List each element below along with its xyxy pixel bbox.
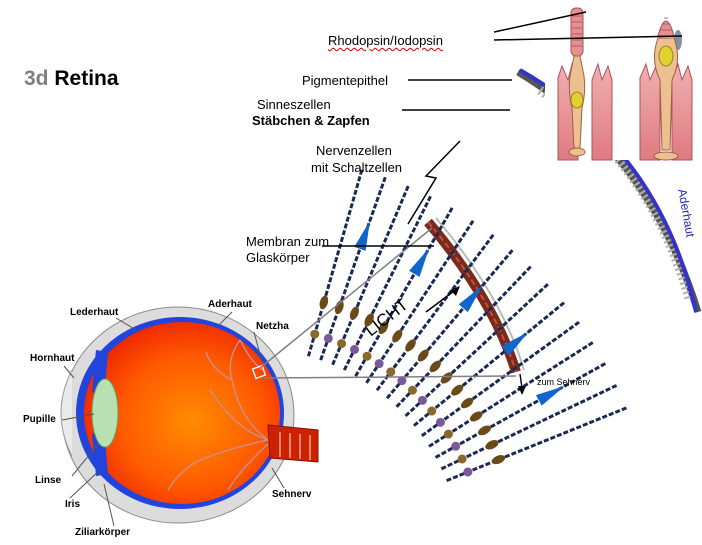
ganglion-cell	[451, 441, 461, 451]
pigment-cell-right-a	[639, 62, 661, 161]
label-nerve-2: mit Schaltzellen	[311, 160, 403, 175]
photoreceptor-stalk	[420, 319, 582, 438]
nerve-cell-body	[378, 321, 389, 334]
photoreceptor-stalk	[446, 405, 629, 482]
retinal-vessels	[167, 339, 269, 491]
membrane-edge	[435, 217, 525, 371]
photoreceptor-stalk	[385, 247, 515, 400]
cone-inner-segment	[654, 37, 678, 151]
cone-cell	[501, 331, 529, 356]
rod-nucleus	[570, 91, 584, 109]
nerve-cell-body	[417, 349, 429, 362]
nerve-cell-body	[451, 384, 464, 396]
ganglion-cell	[407, 385, 417, 395]
nerve-cell-body	[461, 397, 474, 409]
nerve-cell-body	[405, 339, 416, 352]
cone-cell	[354, 220, 370, 251]
label-sclera: Lederhaut	[70, 307, 119, 318]
eyeball	[60, 306, 319, 524]
photoreceptor-stalk	[404, 281, 551, 418]
retina-zoom-box	[251, 364, 267, 380]
retina-cells	[306, 167, 629, 482]
photoreceptor-stalk	[413, 300, 567, 427]
retina-leaders	[322, 11, 683, 247]
nerve-cell-body	[491, 455, 506, 465]
cone-cell	[535, 385, 566, 406]
nerve-cell-body	[478, 425, 491, 436]
photoreceptor-stalk	[354, 205, 455, 377]
nerve-cell-body	[440, 372, 453, 384]
photoreceptor-stalk	[395, 264, 534, 408]
photoreceptor-inset	[545, 0, 700, 161]
nerve-cell-body	[485, 440, 499, 450]
nerve-cell-body	[469, 411, 483, 422]
label-optic-nerve-eye: Sehnerv	[272, 489, 312, 500]
photoreceptor-stalk	[331, 183, 411, 366]
ganglion-cell	[374, 359, 384, 369]
vitreous-body	[84, 322, 280, 504]
ganglion-cell	[443, 429, 453, 439]
light-arrow	[425, 286, 460, 313]
eye-leaders	[61, 311, 285, 527]
ganglion-cell	[397, 376, 407, 386]
cone-synapse	[653, 151, 679, 161]
nerve-cell-body	[392, 329, 403, 343]
cone-ellipsoid	[658, 45, 674, 67]
photoreceptor-stalk	[428, 340, 596, 448]
cornea	[60, 369, 73, 457]
label-optic-nerve-retina: zum Sehnerv	[537, 377, 591, 387]
label-iris: Iris	[65, 499, 81, 510]
label-rhodopsin: Rhodopsin/Iodopsin	[328, 33, 443, 48]
photoreceptor-stalk	[440, 383, 620, 471]
label-cornea: Hornhaut	[30, 353, 75, 364]
label-nerve-1: Nervenzellen	[316, 143, 392, 158]
label-choroid-eye: Aderhaut	[208, 299, 252, 310]
label-pigment: Pigmentepithel	[302, 73, 388, 88]
ganglion-cell	[457, 454, 467, 464]
ganglion-cell	[362, 351, 372, 361]
nerve-cell-body	[349, 306, 360, 320]
photoreceptor-stalk	[306, 167, 364, 357]
inner-membrane-stripes	[427, 221, 517, 373]
ganglion-cell	[310, 329, 320, 339]
ganglion-cell	[323, 333, 333, 343]
ganglion-cell	[427, 406, 437, 416]
cone-cell	[458, 285, 483, 313]
photoreceptor-stalk	[365, 218, 476, 384]
pigment-cell-mid	[591, 62, 613, 161]
photoreceptor-stalk	[342, 193, 433, 371]
cone-cell	[409, 247, 430, 277]
nerve-cell-body	[319, 295, 329, 310]
label-lens: Linse	[35, 475, 62, 486]
ganglion-cell	[349, 345, 359, 355]
title-word: Retina	[54, 67, 119, 90]
photoreceptor-stalk	[434, 361, 608, 459]
lens	[91, 378, 119, 448]
label-pupil: Pupille	[23, 414, 56, 425]
ganglion-cell	[337, 339, 347, 349]
photoreceptor-stalk	[375, 232, 496, 392]
ganglion-cell	[386, 367, 396, 377]
page-title: 3d Retina	[24, 68, 119, 89]
nerve-cell-body	[364, 313, 374, 327]
label-membrane-1: Membran zum	[246, 234, 330, 249]
ganglion-cell	[417, 395, 427, 405]
ganglion-cell	[463, 467, 473, 477]
optic-nerve-arrow	[518, 373, 526, 395]
label-ciliary: Ziliarkörper	[75, 527, 131, 538]
rod-synapse	[568, 147, 586, 157]
nerve-cell-body	[429, 360, 441, 373]
label-sensory-1: Sinneszellen	[257, 97, 331, 112]
nerve-cell-body	[334, 300, 344, 315]
pigment-cell-right-b	[671, 62, 693, 161]
label-retina-eye: Netzha	[256, 321, 289, 332]
ganglion-cell	[435, 417, 445, 427]
title-number: 3d	[24, 67, 49, 90]
label-membrane-2: Glaskörper	[246, 250, 310, 265]
photoreceptor-stalk	[319, 174, 388, 361]
zoom-lines	[259, 227, 517, 379]
label-sensory-2: Stäbchen & Zapfen	[252, 113, 370, 128]
